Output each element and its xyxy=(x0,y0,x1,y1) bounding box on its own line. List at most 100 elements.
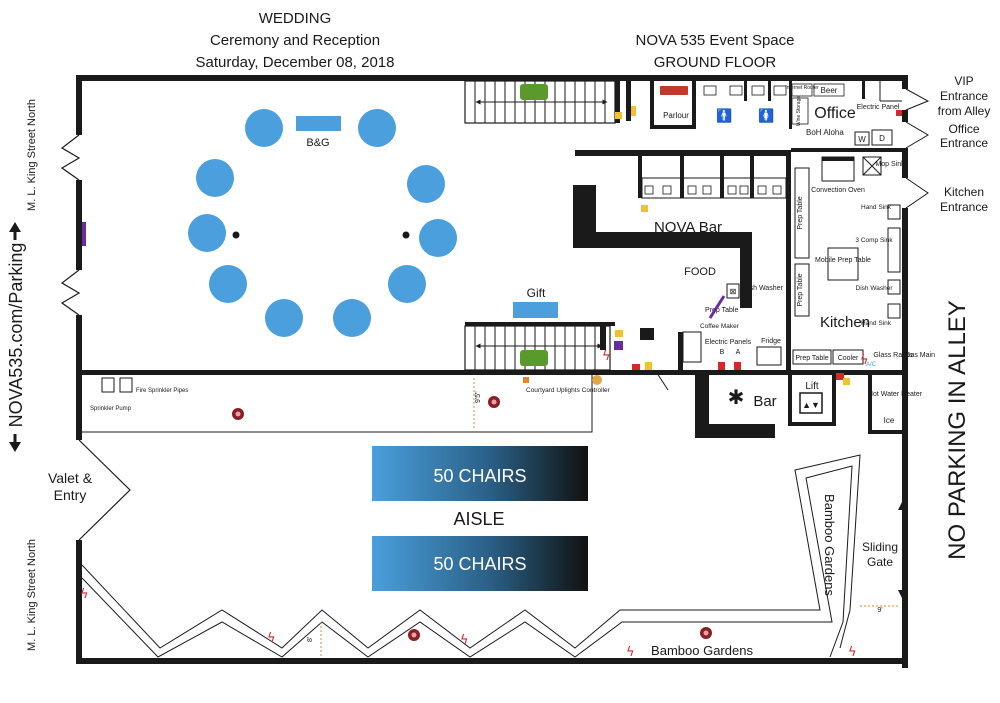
fridge-label: Fridge xyxy=(761,338,781,345)
parking-arrow-up-icon xyxy=(9,222,21,240)
venue-name: NOVA 535 Event Space xyxy=(636,32,795,49)
svg-text:ϟ: ϟ xyxy=(860,353,869,368)
outer-walls xyxy=(76,75,908,668)
hand-sink-1-label: Hand Sink xyxy=(861,204,892,211)
chairs-top-label: 50 CHAIRS xyxy=(433,466,526,486)
svg-text:ϟ: ϟ xyxy=(626,645,635,660)
panel-a-label: A xyxy=(736,349,741,356)
guest-table xyxy=(358,109,396,147)
service-row: Coffee Maker Electric Panels B A Fridge … xyxy=(600,322,935,391)
svg-text:▲▼: ▲▼ xyxy=(802,400,820,410)
wine-storage-label: Wine Storage xyxy=(796,96,802,127)
food-label: FOOD xyxy=(684,266,716,278)
office-entrance-2: Entrance xyxy=(940,136,988,150)
nova-bar-area: NOVA Bar FOOD ⊠ Dish Washer Prep Table xyxy=(573,148,902,322)
guest-table xyxy=(245,109,283,147)
office-entrance-1: Office xyxy=(948,122,979,136)
sprinkler-pump-label: Sprinkler Pump xyxy=(90,406,132,412)
bar-lift-ice: ✱ Bar Lift ▲▼ Hot Water Heater Ice xyxy=(695,375,923,438)
gas-main-label: Gas Main xyxy=(905,352,935,359)
street-upper-label: M. L. King Street North xyxy=(26,99,38,211)
head-table xyxy=(296,116,341,131)
sliding-gate-label-1: Sliding xyxy=(862,540,898,554)
ice-label: Ice xyxy=(884,416,895,425)
vip-label-3: from Alley xyxy=(938,104,991,118)
dish-washer-food-label: Dish Washer xyxy=(743,285,783,292)
ceremony-seating: 50 CHAIRS AISLE 50 CHAIRS xyxy=(372,446,588,591)
boh-label: BoH Aloha xyxy=(806,128,844,137)
gift-table xyxy=(513,302,558,318)
svg-text:⊠: ⊠ xyxy=(730,287,737,296)
sliding-gate-label-2: Gate xyxy=(867,555,893,569)
fire-sprinkler-label: Fire Sprinkler Pipes xyxy=(136,388,188,394)
bamboo-bottom-label: Bamboo Gardens xyxy=(651,643,753,658)
guest-table xyxy=(196,159,234,197)
event-subtitle: Ceremony and Reception xyxy=(210,32,380,49)
guest-table xyxy=(419,219,457,257)
parking-label: NOVA535.com/Parking xyxy=(6,243,26,428)
hot-water-label: Hot Water Heater xyxy=(868,391,923,398)
zigzag-depth-label: 8' xyxy=(307,637,314,642)
svg-text:ϟ: ϟ xyxy=(460,633,469,648)
gift-label: Gift xyxy=(527,286,546,300)
courtyard-width-label: 9'5" xyxy=(475,391,482,403)
valet-label-2: Entry xyxy=(54,487,87,503)
svg-text:ϟ: ϟ xyxy=(80,587,89,602)
kitchen-label: Kitchen xyxy=(820,314,870,331)
event-date: Saturday, December 08, 2018 xyxy=(195,54,394,71)
reception-tables: B&G Gift xyxy=(188,109,558,337)
svg-text:ϟ: ϟ xyxy=(602,349,611,364)
mop-sink-label: Mop Sink xyxy=(875,161,905,168)
vip-label-1: VIP xyxy=(954,74,973,88)
chairs-block-top xyxy=(372,446,588,501)
staircase-bottom xyxy=(464,322,615,371)
convection-oven-label: Convection Oven xyxy=(811,187,865,194)
sliding-gate: Sliding Gate xyxy=(862,500,908,600)
dish-washer-k-label: Dish Washer xyxy=(856,285,894,292)
bamboo-right-label: Bamboo Gardens xyxy=(822,494,837,596)
guest-table xyxy=(333,299,371,337)
nova-bar-label: NOVA Bar xyxy=(654,219,722,236)
guest-table xyxy=(209,265,247,303)
mobile-prep-table-label: Mobile Prep Table xyxy=(815,257,871,264)
vip-label-2: Entrance xyxy=(940,89,988,103)
parlour-label: Parlour xyxy=(663,111,689,120)
dryer-label: D xyxy=(879,134,885,143)
guest-table xyxy=(265,299,303,337)
electric-panel-label: Electric Panel xyxy=(857,104,900,111)
cooler-label: Cooler xyxy=(838,355,859,362)
west-doors xyxy=(60,134,131,541)
gate-width-label: 9' xyxy=(877,607,882,614)
router-label: Internet Router xyxy=(785,85,819,91)
valet-label-1: Valet & xyxy=(48,470,93,486)
svg-text:🚺: 🚺 xyxy=(758,108,774,123)
chairs-block-bottom xyxy=(372,536,588,591)
prep-table-food-label: Prep Table xyxy=(705,307,738,314)
ac-label: A/C xyxy=(866,362,877,368)
svg-text:✱: ✱ xyxy=(728,387,745,409)
prep-table-bottom-label: Prep Table xyxy=(795,355,828,362)
aisle-label: AISLE xyxy=(453,509,504,529)
kitchen-entrance-2: Entrance xyxy=(940,200,988,214)
lift-label: Lift xyxy=(805,381,819,392)
staircase-top xyxy=(464,80,622,124)
courtyard-strip: Sprinkler Pump Fire Sprinkler Pipes Cour… xyxy=(82,375,611,433)
electric-panels-label: Electric Panels xyxy=(705,339,752,346)
street-lower-label: M. L. King Street North xyxy=(26,539,38,651)
parking-arrow-down-icon xyxy=(9,434,21,452)
prep-table-2-label: Prep Table xyxy=(797,273,804,306)
bar-label: Bar xyxy=(753,393,776,410)
outlets: ϟ ϟ ϟ ϟ ϟ ϟ ϟ xyxy=(80,349,869,660)
chairs-bottom-label: 50 CHAIRS xyxy=(433,554,526,574)
prep-table-1-label: Prep Table xyxy=(797,196,804,229)
svg-text:ϟ: ϟ xyxy=(267,631,276,646)
event-title: WEDDING xyxy=(259,10,332,27)
beer-label: Beer xyxy=(821,86,838,95)
kitchen-entrance-1: Kitchen xyxy=(944,185,984,199)
kitchen: Prep Table Prep Table Convection Oven Mo… xyxy=(794,156,905,331)
guest-table xyxy=(388,265,426,303)
washer-label: W xyxy=(858,135,866,144)
uplights-label: Courtyard Uplights Controller xyxy=(526,387,611,394)
guest-table xyxy=(407,165,445,203)
